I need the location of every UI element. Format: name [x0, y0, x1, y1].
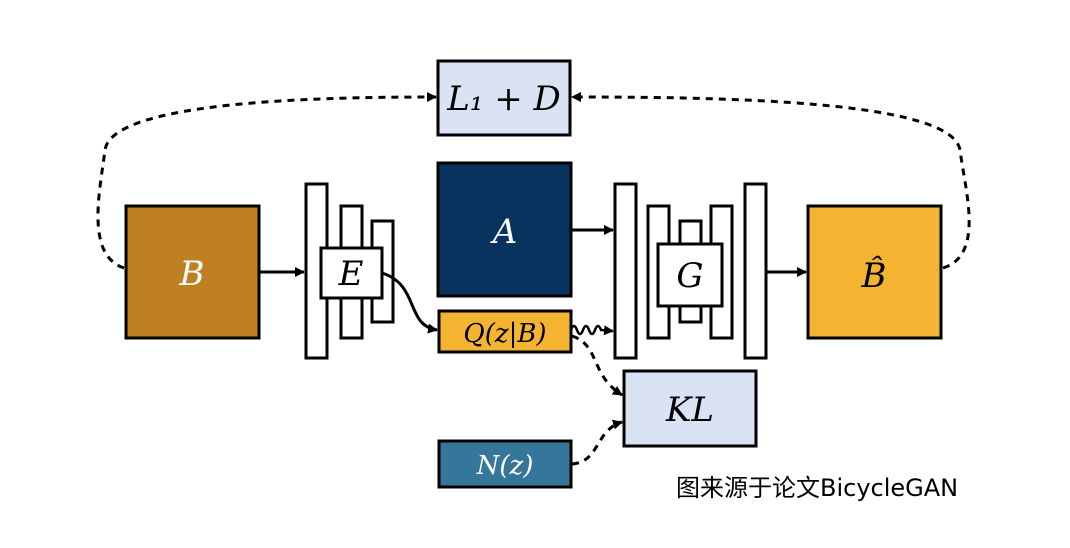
bhat-box	[806, 204, 943, 340]
edge-q-to-kl	[571, 334, 623, 397]
generator-box	[656, 242, 724, 308]
kl-label: KL	[665, 390, 714, 430]
a-label: A	[490, 212, 518, 252]
encoder-node: E	[304, 182, 395, 360]
b-node: B	[124, 204, 261, 340]
encoder-label: E	[338, 254, 364, 294]
generator-layer-outer-right	[743, 182, 768, 360]
q-box	[437, 309, 573, 354]
edge-b-to-loss	[96, 92, 437, 270]
a-box	[436, 161, 573, 298]
edge-bhat-to-loss	[571, 92, 971, 270]
n-box	[437, 439, 573, 489]
edge-n-to-kl	[571, 419, 623, 466]
bhat-label: B̂	[861, 255, 887, 296]
q-node: Q(z|B)	[437, 309, 573, 354]
b-box	[124, 204, 261, 340]
generator-layer-outer-left	[613, 182, 638, 360]
generator-node: G	[613, 182, 768, 360]
edge-encoder-to-q	[381, 271, 438, 334]
loss-node: L₁ + D	[436, 59, 572, 137]
n-node: N(z)	[437, 439, 573, 489]
n-label: N(z)	[476, 451, 534, 481]
edge-q-sample-to-generator	[569, 324, 614, 336]
kl-box	[622, 369, 758, 448]
q-label: Q(z|B)	[463, 319, 546, 349]
loss-box	[436, 59, 572, 137]
b-label: B	[179, 254, 205, 294]
generator-label: G	[676, 256, 703, 296]
caption: 图来源于论文BicycleGAN	[676, 474, 958, 502]
a-node: A	[436, 161, 573, 298]
loss-label: L₁ + D	[446, 79, 561, 119]
bhat-node: B̂	[806, 204, 943, 340]
kl-node: KL	[622, 369, 758, 448]
